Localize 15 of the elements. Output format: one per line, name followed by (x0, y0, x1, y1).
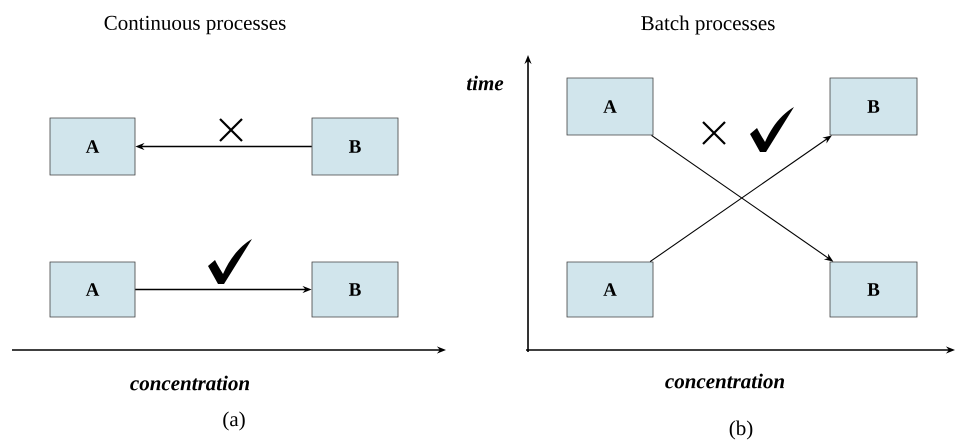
axis-label: concentration (665, 374, 784, 388)
process-box: B (830, 78, 918, 136)
axis-label: time (467, 76, 504, 90)
process-box: B (312, 262, 398, 318)
heading: Batch processes (641, 15, 775, 35)
heading: Continuous processes (104, 16, 286, 34)
process-box: A (566, 78, 654, 136)
process-box: A (50, 262, 136, 318)
process-box: A (50, 118, 136, 176)
axis-label: concentration (130, 376, 250, 390)
process-box: B (830, 262, 918, 318)
panel-label: (a) (223, 411, 245, 431)
panel-label: (b) (730, 420, 752, 440)
process-box: B (312, 118, 398, 176)
process-box: A (566, 262, 654, 318)
